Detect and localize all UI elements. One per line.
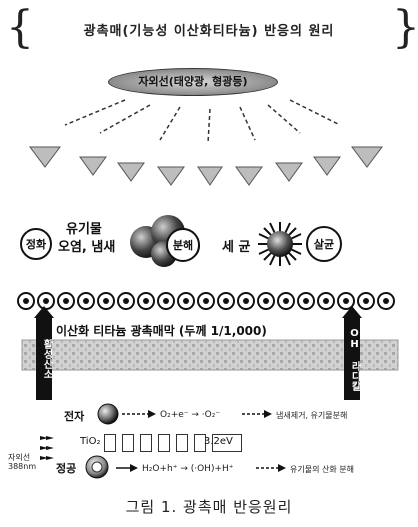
electron-sphere-icon <box>97 403 119 425</box>
arrow-up-right <box>342 306 362 318</box>
electron-result: 냄새제거, 유기물분해 <box>276 411 348 420</box>
arrow-up-left <box>34 306 54 318</box>
pollution-label: 오염, 냄새 <box>58 240 116 255</box>
figure-caption: 그림 1. 광촉매 반응원리 <box>125 498 293 516</box>
substrate-film <box>21 339 399 371</box>
light-rays <box>29 99 383 186</box>
light-source-oval: 자외선(태양광, 형광등) <box>108 68 278 96</box>
band-box-4 <box>158 434 170 452</box>
active-oxygen-label: 활성산소 <box>36 318 52 400</box>
hole-label: 정공 <box>56 462 77 475</box>
sterilize-circle: 살균 <box>306 226 342 262</box>
hole-result: 유기물의 산화 분해 <box>290 465 354 474</box>
diagram-title: 광촉매(기능성 이산화티타늄) 반응의 원리 <box>83 24 335 39</box>
bacteria-icon <box>258 222 302 266</box>
uv-label: 자외선 <box>8 453 31 462</box>
band-box-1 <box>104 434 116 452</box>
band-box-5 <box>176 434 188 452</box>
band-box-7 <box>212 434 242 452</box>
electron-label: 전자 <box>64 410 85 423</box>
wavelength-label: 388nm <box>8 462 37 471</box>
hole-result-arrow-icon <box>256 464 286 472</box>
bandgap-label: 3.2eV <box>204 436 233 447</box>
purify-circle: 정화 <box>20 228 52 260</box>
hydroxyl-radical-label: OH 라디칼 <box>344 318 360 400</box>
band-box-2 <box>122 434 134 452</box>
electron-result-arrow-icon <box>242 410 272 418</box>
uv-arrows-icon <box>40 436 54 460</box>
electron-arrow-icon <box>122 410 156 418</box>
organic-label: 유기물 <box>66 222 102 237</box>
tio2-molecule-chain <box>17 292 395 310</box>
bacteria-label: 세 균 <box>222 240 251 255</box>
band-box-3 <box>140 434 152 452</box>
band-box-6 <box>194 434 206 452</box>
left-brace: { <box>6 2 34 53</box>
hole-equation: H₂O+h⁺ → (·OH)+H⁺ <box>142 464 234 474</box>
right-brace: } <box>392 2 418 53</box>
electron-equation: O₂+e⁻ → ·O₂⁻ <box>160 410 221 420</box>
tio2-label: TiO₂ <box>80 436 101 447</box>
hole-arrow-icon <box>116 464 138 472</box>
hole-sphere-icon <box>85 455 109 479</box>
film-label: 이산화 티타늄 광촉매막 (두께 1/1,000) <box>54 322 269 339</box>
decompose-circle: 분해 <box>166 228 200 262</box>
ray-triangle <box>29 146 61 168</box>
